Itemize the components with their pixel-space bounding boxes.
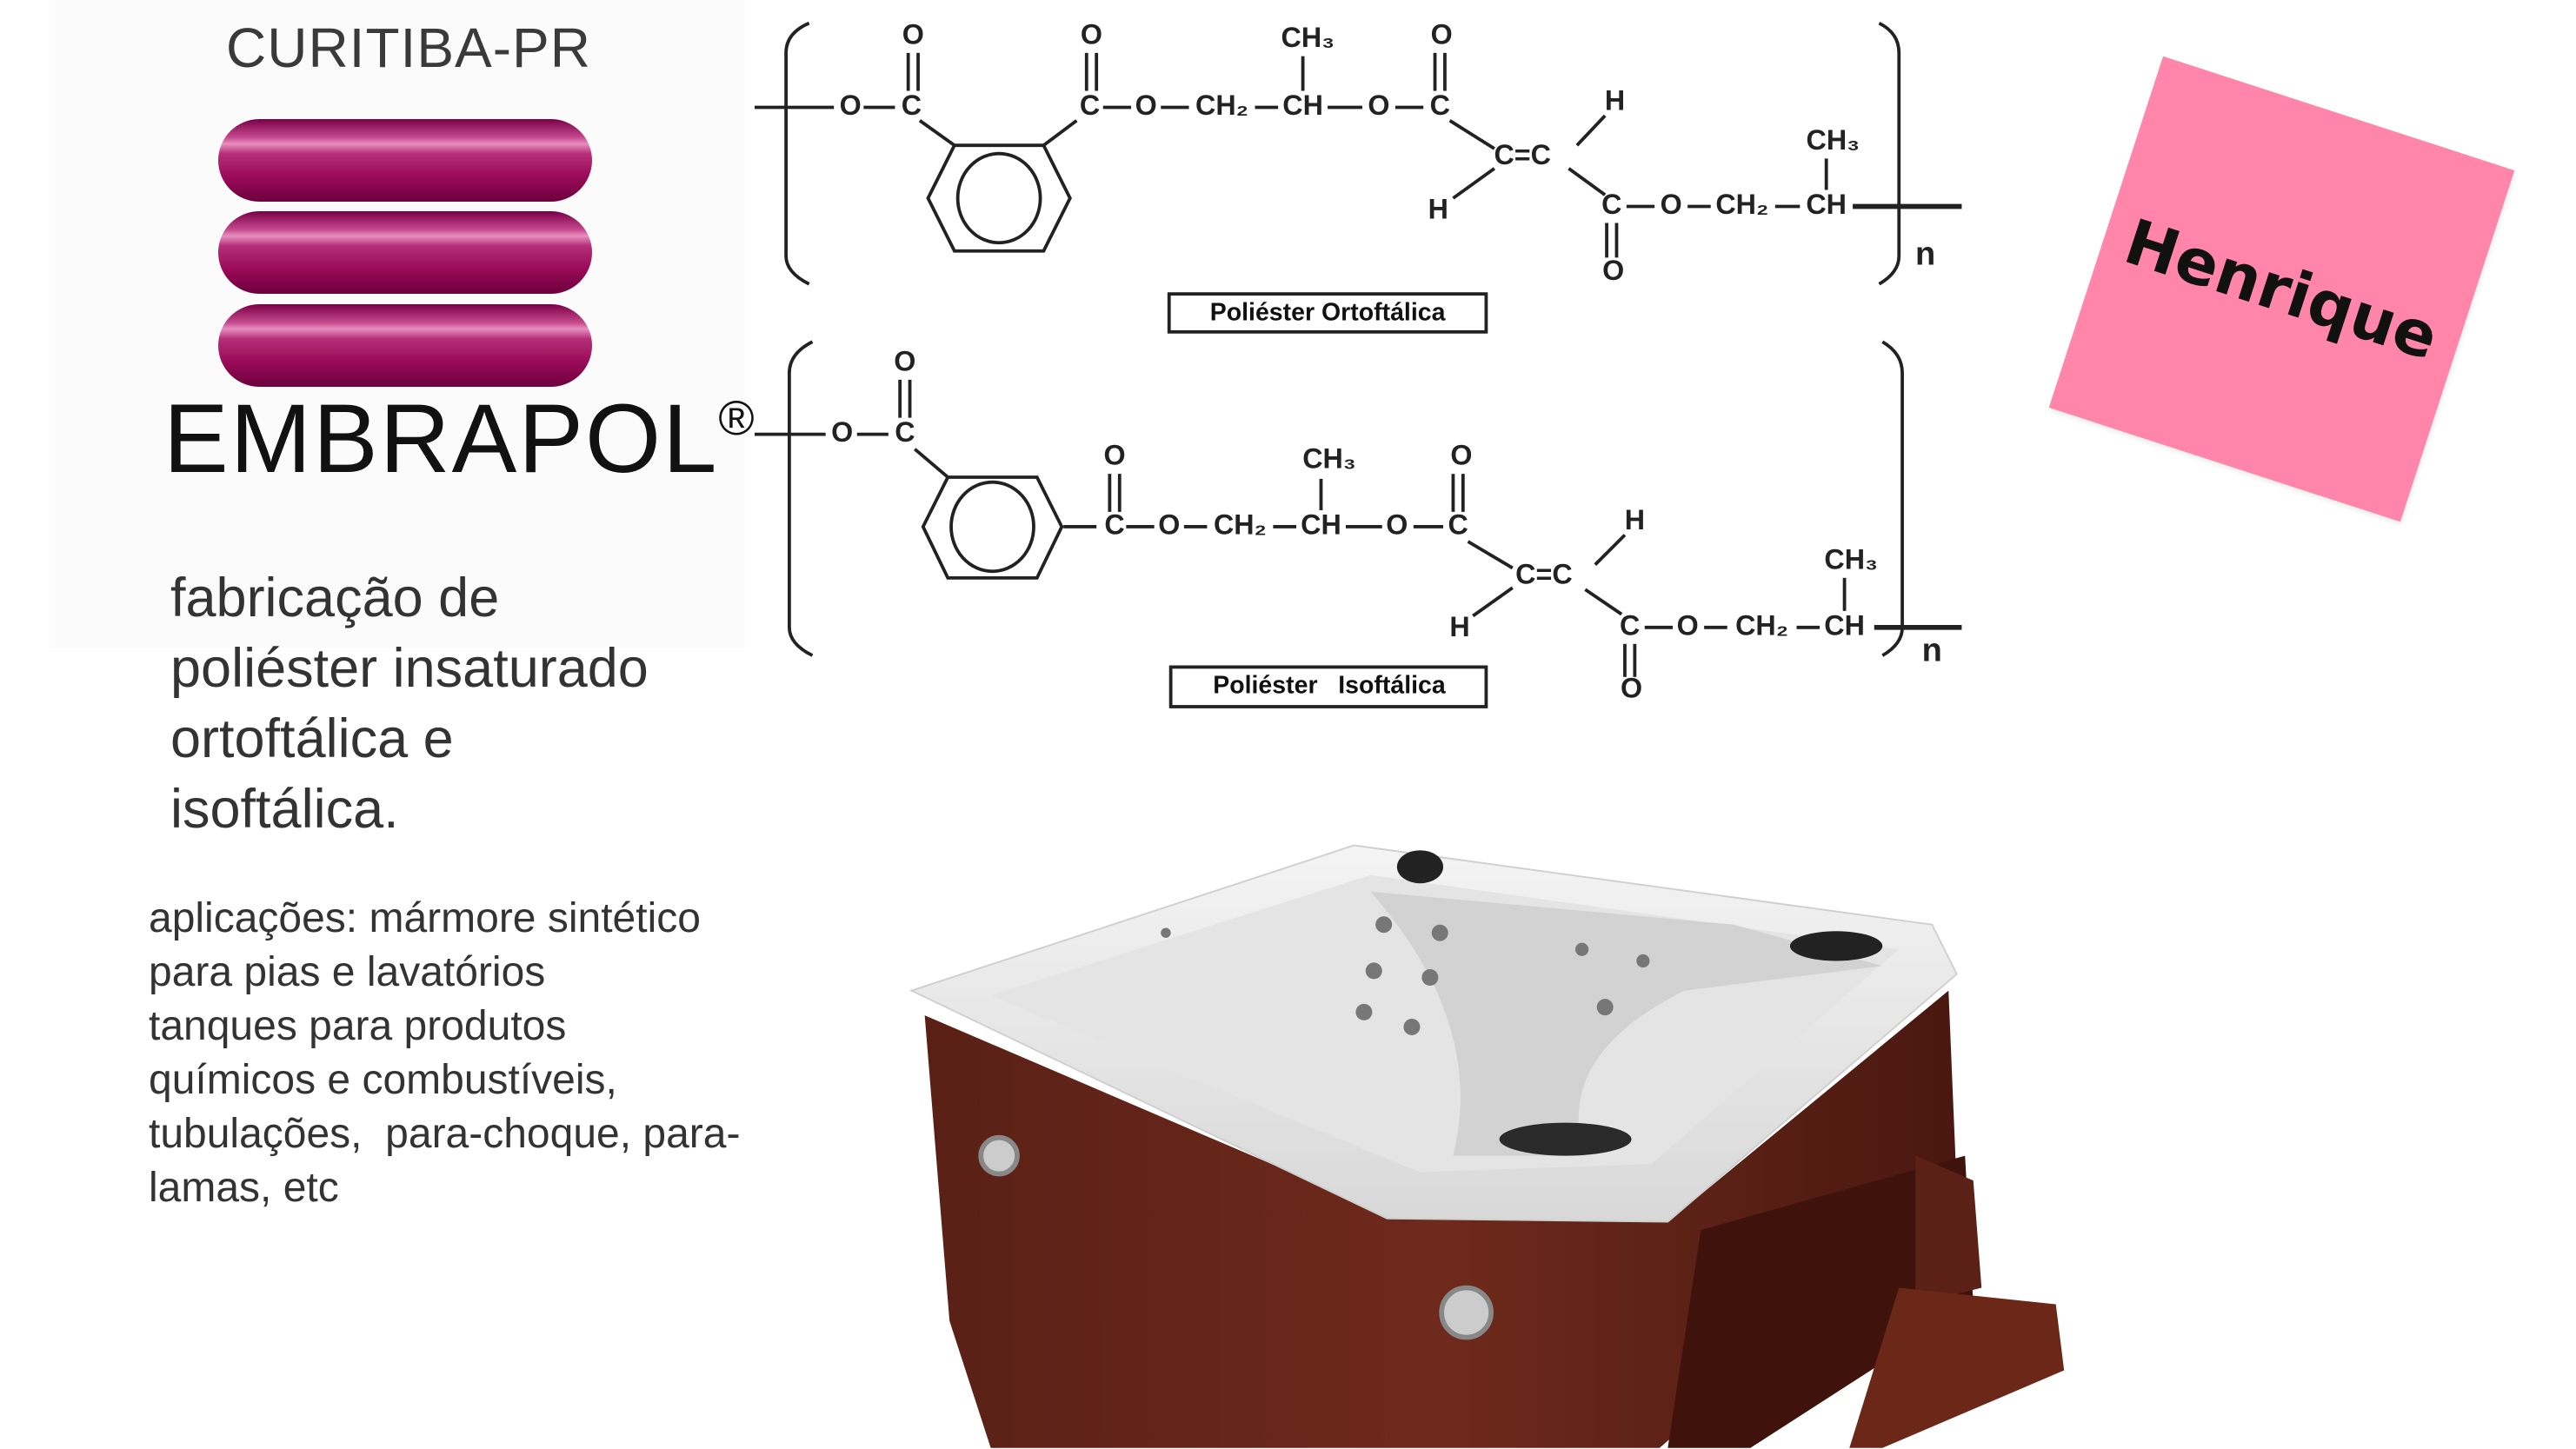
atom-label: O [1104, 440, 1126, 471]
headline-line: poliéster insaturado [170, 638, 649, 699]
atom-label: O [1602, 255, 1624, 286]
atom-label: CH₃ [1807, 124, 1860, 156]
atom-label: CH₂ [1715, 189, 1768, 220]
city-label: CURITIBA-PR [226, 17, 591, 79]
atom-label: C [1448, 508, 1468, 540]
atom-label: O [894, 345, 915, 376]
atom-label: O [1158, 508, 1180, 540]
benzene-ring [921, 475, 1064, 580]
atom-label: O [902, 18, 924, 50]
atom-label: CH₂ [1195, 90, 1248, 121]
repeat-n: n [1922, 632, 1942, 668]
atom-label: CH [1282, 90, 1323, 121]
atom-label: O [1386, 508, 1408, 540]
label-box [1168, 665, 1488, 708]
atom-label: H [1428, 194, 1448, 225]
atom-label: CH [1806, 189, 1847, 220]
headline-line: ortoftálica e [170, 708, 454, 769]
logo-bar-2 [218, 211, 592, 294]
repeat-n: n [1915, 236, 1935, 272]
atom-label: C [1601, 189, 1621, 220]
atom-label: C [895, 416, 915, 448]
atom-label: CH [1824, 609, 1865, 641]
atom-label: C [1080, 90, 1100, 121]
hot-tub-image [909, 844, 2065, 1448]
sticky-note-text: Henrique [2116, 204, 2447, 374]
atom-label: O [1621, 673, 1642, 704]
atom-label: CH₃ [1281, 22, 1335, 53]
bracket-right [1878, 21, 1901, 286]
label-box [1167, 292, 1488, 334]
atom-label: O [1368, 90, 1389, 121]
atom-label: CH [1301, 508, 1341, 540]
applications-text: aplicações: mármore sintético para pias … [149, 895, 741, 1211]
atom-label: H [1449, 611, 1469, 642]
registered-mark: ® [718, 390, 756, 445]
brand-logo: EMBRAPOL® [163, 382, 756, 495]
chemical-structure-iso [755, 340, 1962, 708]
atom-label: O [1450, 440, 1472, 471]
atom-label: O [1661, 189, 1682, 220]
label-ortoftalica: Poliéster Ortoftálica [1210, 298, 1447, 326]
atom-label: C=C [1494, 139, 1550, 170]
headline-line: fabricação de [170, 568, 500, 628]
atom-label: C [1430, 90, 1450, 121]
atom-label: CH₂ [1214, 508, 1267, 540]
benzene-ring [926, 143, 1072, 253]
atom-label: C=C [1515, 558, 1572, 589]
atom-label: CH₃ [1302, 443, 1356, 475]
atom-label: O [1677, 609, 1699, 641]
bracket-left [784, 21, 810, 286]
label-isoftalica: Poliéster Isoftálica [1213, 672, 1447, 700]
atom-label: H [1625, 504, 1645, 535]
atom-label: O [1081, 18, 1102, 50]
logo-bar-3 [218, 304, 592, 387]
atom-label: C [1620, 609, 1640, 641]
brand-name: EMBRAPOL [163, 384, 719, 493]
chemical-structure-ortho [755, 21, 1962, 334]
atom-label: CH₂ [1735, 609, 1788, 641]
atom-label: C [1104, 508, 1124, 540]
atom-label: O [1135, 90, 1157, 121]
logo-bar-1 [218, 119, 592, 202]
bracket-right [1881, 340, 1904, 657]
atom-label: C [902, 90, 922, 121]
headline: fabricação de poliéster insaturado ortof… [170, 563, 649, 845]
atom-label: H [1605, 84, 1625, 116]
headline-line: isoftálica. [170, 779, 399, 840]
atom-label: CH₃ [1824, 543, 1878, 575]
atom-label: O [840, 90, 862, 121]
atom-label: O [831, 416, 853, 448]
bracket-left [787, 340, 814, 657]
atom-label: O [1431, 18, 1453, 50]
